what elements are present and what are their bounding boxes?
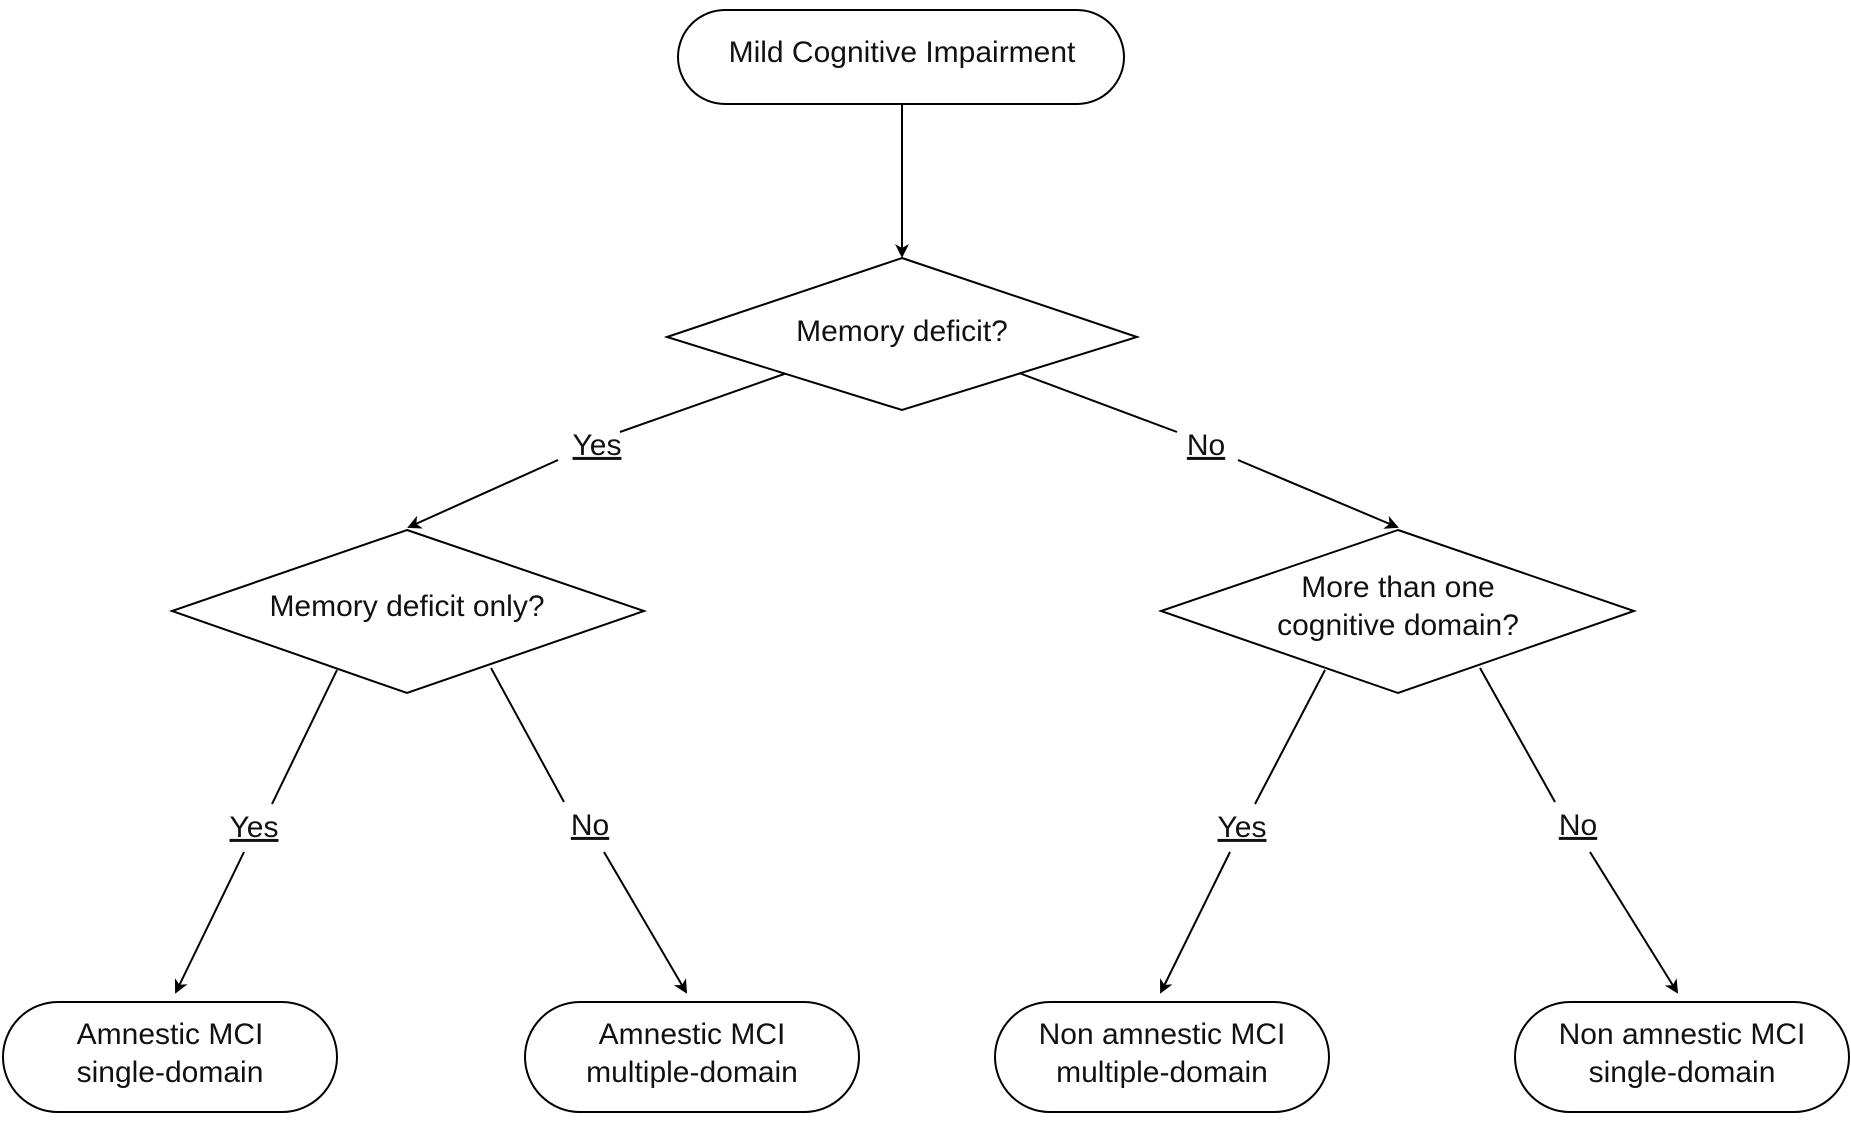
node-root-label: Mild Cognitive Impairment	[729, 36, 1076, 69]
edge-memory-yes	[619, 372, 788, 433]
edge-multi-yes	[1254, 669, 1326, 805]
edge-label-memory-yes: Yes	[573, 429, 622, 462]
decision-multiple-domains-label-line2: cognitive domain?	[1277, 609, 1519, 642]
edge-multi-no-arrow	[1589, 851, 1679, 994]
edge-multi-yes-arrow	[1160, 851, 1231, 994]
edge-only-no-arrow	[603, 851, 688, 994]
leaf-non-amnestic-multiple-line1: Non amnestic MCI	[1039, 1018, 1286, 1051]
leaf-non-amnestic-multiple-domain: Non amnestic MCI multiple-domain	[994, 1001, 1330, 1113]
leaf-amnestic-multiple-line1: Amnestic MCI	[599, 1018, 786, 1051]
leaf-amnestic-multiple-domain: Amnestic MCI multiple-domain	[524, 1001, 860, 1113]
edge-only-yes	[271, 669, 338, 805]
leaf-non-amnestic-single-domain: Non amnestic MCI single-domain	[1514, 1001, 1850, 1113]
edges	[174, 104, 1679, 994]
decision-memory-deficit-only-label: Memory deficit only?	[269, 590, 544, 623]
nodes: Mild Cognitive Impairment Memory deficit…	[2, 9, 1850, 1113]
decision-multiple-domains-label-line1: More than one	[1301, 571, 1494, 604]
leaf-amnestic-single-line1: Amnestic MCI	[77, 1018, 264, 1051]
edge-only-no	[490, 667, 565, 803]
leaf-non-amnestic-multiple-line2: multiple-domain	[1056, 1056, 1268, 1089]
decision-memory-deficit: Memory deficit?	[663, 256, 1141, 412]
edge-memory-yes-arrow	[407, 459, 559, 529]
leaf-amnestic-single-domain: Amnestic MCI single-domain	[2, 1001, 338, 1113]
leaf-non-amnestic-single-line1: Non amnestic MCI	[1559, 1018, 1806, 1051]
edge-label-multi-yes: Yes	[1218, 811, 1267, 844]
leaf-amnestic-single-line2: single-domain	[77, 1056, 264, 1089]
decision-memory-deficit-label: Memory deficit?	[796, 315, 1008, 348]
decision-memory-deficit-only: Memory deficit only?	[168, 528, 648, 695]
edge-memory-no	[1018, 372, 1178, 433]
edge-label-memory-no: No	[1187, 429, 1225, 462]
edge-label-only-no: No	[571, 809, 609, 842]
node-root: Mild Cognitive Impairment	[677, 9, 1125, 105]
edge-label-multi-no: No	[1559, 809, 1597, 842]
edge-label-only-yes: Yes	[230, 811, 279, 844]
edge-multi-no	[1479, 667, 1556, 803]
decision-multiple-domains: More than one cognitive domain?	[1157, 528, 1638, 695]
edge-memory-no-arrow	[1237, 459, 1399, 529]
edge-only-yes-arrow	[174, 851, 245, 994]
leaf-non-amnestic-single-line2: single-domain	[1589, 1056, 1776, 1089]
edge-labels: Yes No Yes No Yes No	[230, 429, 1598, 844]
leaf-amnestic-multiple-line2: multiple-domain	[586, 1056, 798, 1089]
